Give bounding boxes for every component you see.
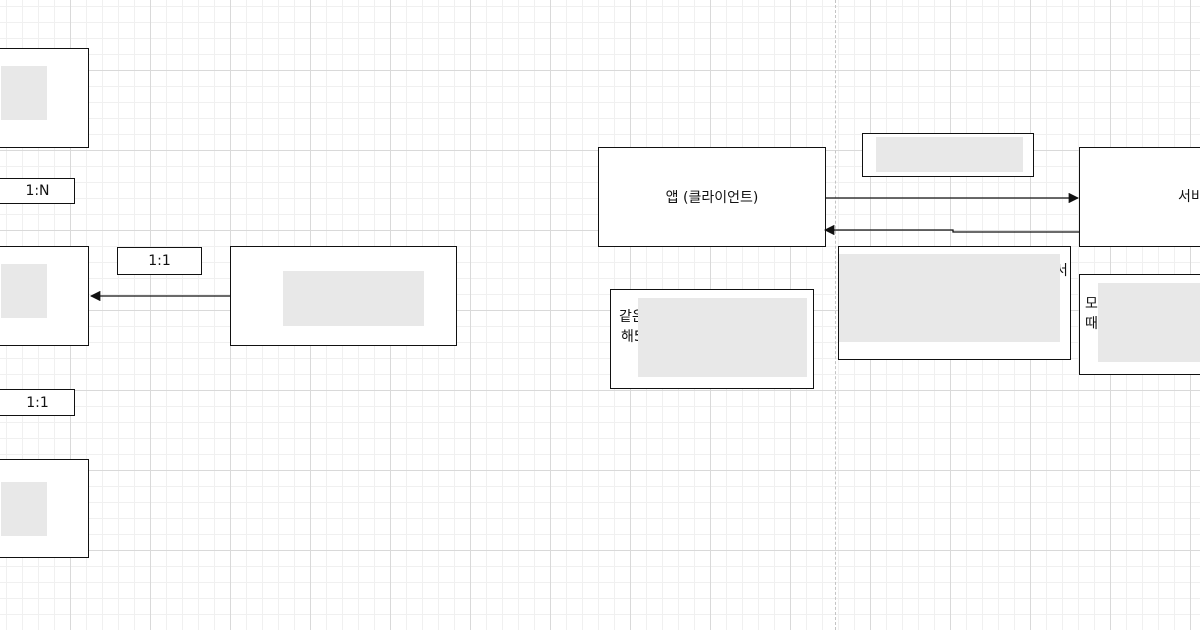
entity-box-top[interactable]	[0, 48, 89, 148]
right-note-line2: 때	[1085, 316, 1098, 332]
right-note-box[interactable]: 모 때	[1079, 274, 1200, 375]
redacted-area	[876, 137, 1023, 172]
redacted-area	[839, 254, 1060, 342]
redacted-area	[283, 271, 424, 326]
app-client-label: 앱 (클라이언트)	[665, 190, 759, 206]
server-box[interactable]: 서비	[1079, 147, 1200, 247]
right-note-line1: 모	[1085, 296, 1098, 312]
cardinality-label-11-bottom-text: 1:1	[26, 394, 49, 411]
app-client-box[interactable]: 앱 (클라이언트)	[598, 147, 826, 247]
server-label: 서비	[1178, 189, 1200, 205]
swimlane-divider	[835, 0, 836, 630]
redacted-area	[1098, 283, 1200, 362]
response-arrow[interactable]	[823, 224, 1079, 236]
redacted-area	[1, 482, 47, 536]
redacted-area	[638, 298, 807, 377]
left-note-line2: 해5	[621, 329, 643, 345]
cardinality-label-1n-text: 1:N	[25, 183, 50, 199]
cardinality-label-11-top[interactable]: 1:1	[117, 247, 202, 275]
request-label-box[interactable]	[862, 133, 1034, 177]
cardinality-label-11-bottom[interactable]: 1:1	[0, 389, 75, 416]
entity-box-bottom[interactable]	[0, 459, 89, 558]
entity-box-related[interactable]	[230, 246, 457, 346]
redacted-area	[1, 66, 47, 120]
entity-box-middle[interactable]	[0, 246, 89, 346]
left-note-box[interactable]: 같은 해5	[610, 289, 814, 389]
cardinality-label-1n[interactable]: 1:N	[0, 178, 75, 204]
redacted-area	[1, 264, 47, 318]
response-note-box[interactable]: 서	[838, 246, 1071, 360]
cardinality-label-11-top-text: 1:1	[148, 253, 171, 269]
